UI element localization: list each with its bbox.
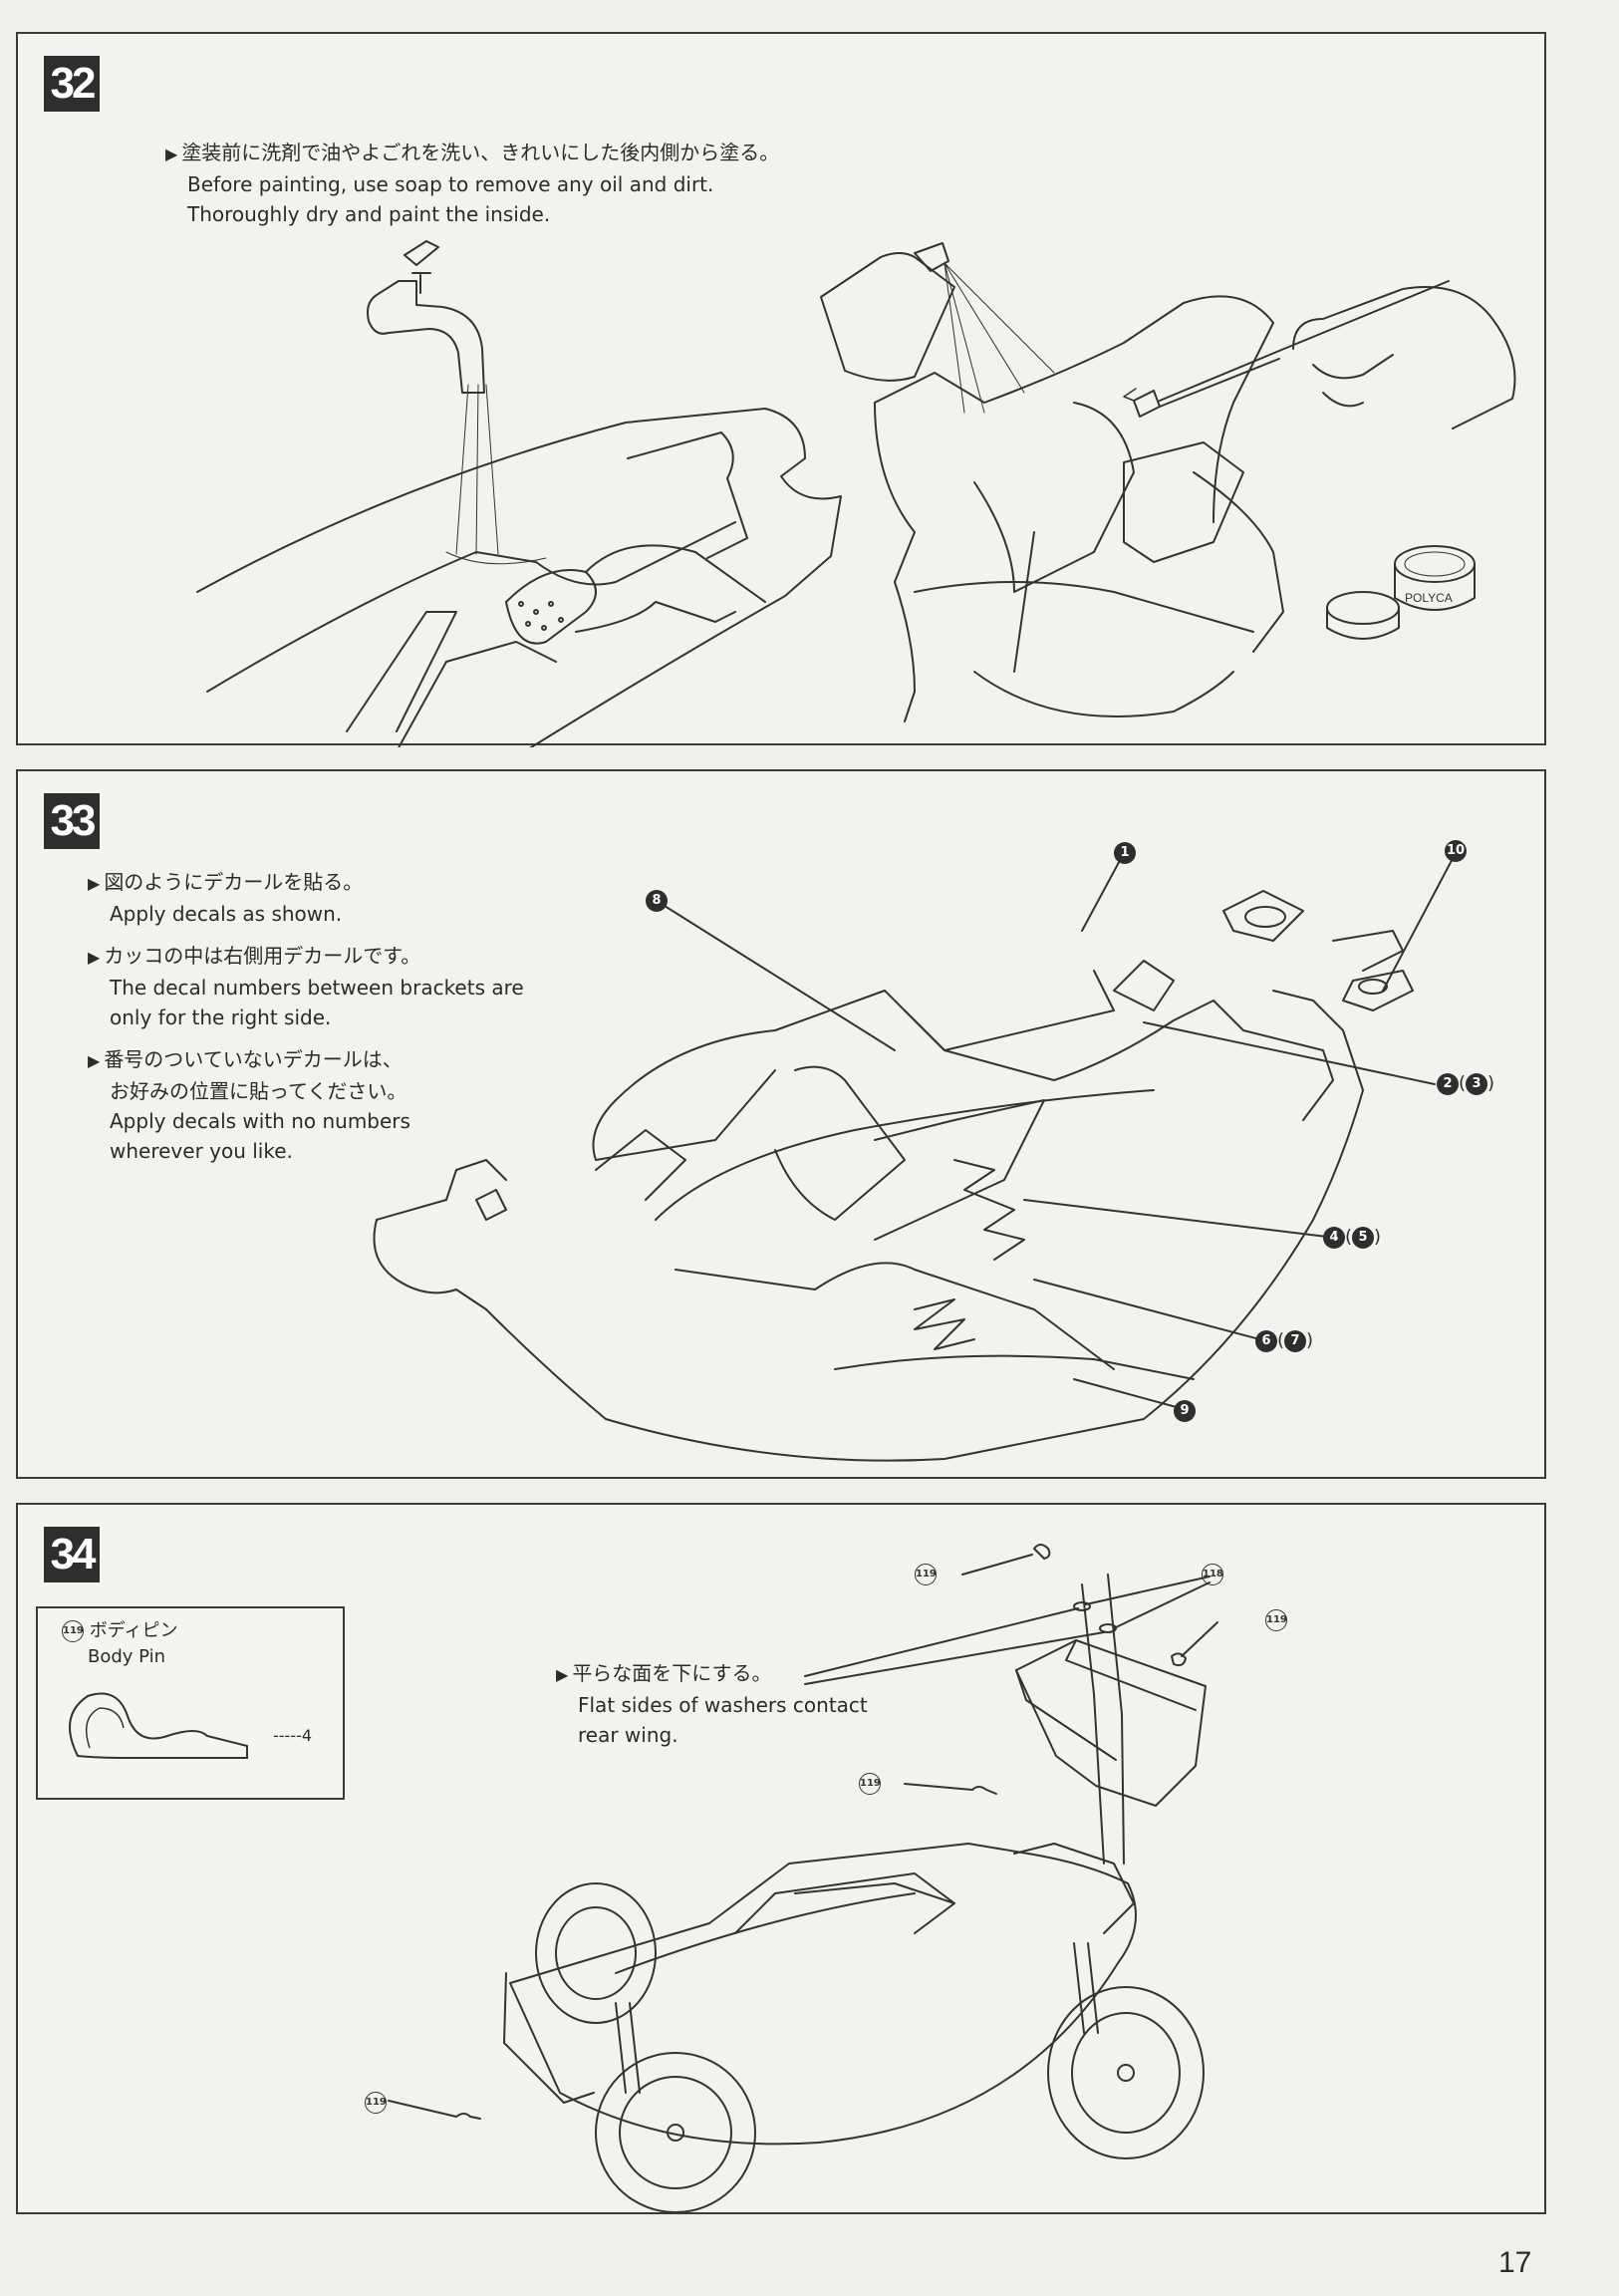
brush-icon <box>1123 280 1450 418</box>
step-number: 32 <box>44 56 100 112</box>
callout-4-5: 4(5) <box>1323 1226 1381 1249</box>
step-32-instruction: ▶塗装前に洗剤で油やよごれを洗い、きれいにした後内側から塗る。 Before p… <box>165 138 779 229</box>
callout-washer-118: 118 <box>1202 1563 1223 1585</box>
note-3-en-2: wherever you like. <box>110 1139 293 1163</box>
step-33-illustration <box>373 850 1458 1462</box>
instruction-jp: 平らな面を下にする。 <box>572 1661 772 1685</box>
faucet-icon <box>367 240 547 565</box>
parts-box: 119 ボディピン Body Pin -----4 <box>36 1606 345 1800</box>
part-name-jp: ボディピン <box>89 1620 178 1641</box>
step-34-instruction: ▶平らな面を下にする。 Flat sides of washers contac… <box>556 1658 868 1750</box>
instruction-en-line2: Thoroughly dry and paint the inside. <box>187 202 551 226</box>
step-33-note-2: ▶カッコの中は右側用デカールです。 The decal numbers betw… <box>88 941 524 1032</box>
note-3-jp-2: お好みの位置に貼ってください。 <box>110 1079 407 1103</box>
part-qty: -----4 <box>273 1726 313 1745</box>
instruction-en-line1: Before painting, use soap to remove any … <box>187 172 714 196</box>
step-32-illustration: POLYCA <box>196 240 1516 747</box>
note-3-en-1: Apply decals with no numbers <box>110 1109 410 1133</box>
instruction-jp: 塗装前に洗剤で油やよごれを洗い、きれいにした後内側から塗る。 <box>181 141 780 164</box>
callout-1: 1 <box>1114 841 1136 864</box>
step-34-panel: 34 119 ボディピン Body Pin -----4 ▶平らな面を下にする。… <box>16 1503 1546 2214</box>
instruction-en-line1: Flat sides of washers contact <box>578 1693 868 1717</box>
step-33-note-1: ▶図のようにデカールを貼る。 Apply decals as shown. <box>88 867 363 929</box>
note-2-en-1: The decal numbers between brackets are <box>110 976 524 1000</box>
step-33-panel: 33 ▶図のようにデカールを貼る。 Apply decals as shown.… <box>16 769 1546 1479</box>
callout-8: 8 <box>646 889 668 912</box>
callout-6-7: 6(7) <box>1255 1329 1313 1352</box>
page-number: 17 <box>1498 2246 1532 2279</box>
callout-pin-119-right: 119 <box>1265 1608 1287 1631</box>
callout-pin-119-front: 119 <box>365 2091 387 2114</box>
part-name-en: Body Pin <box>88 1646 166 1667</box>
spray-bottle-icon <box>820 242 1055 414</box>
note-1-jp: 図のようにデカールを貼る。 <box>104 870 364 894</box>
callout-2-3: 2(3) <box>1437 1072 1494 1095</box>
callout-10: 10 <box>1445 839 1467 862</box>
body-pin-icon <box>69 1692 248 1759</box>
arrow-right-icon: ▶ <box>165 144 178 163</box>
step-32-panel: 32 ▶塗装前に洗剤で油やよごれを洗い、きれいにした後内側から塗る。 Befor… <box>16 32 1546 747</box>
step-number: 34 <box>44 1527 100 1582</box>
note-3-jp-1: 番号のついていないデカールは、 <box>104 1047 403 1071</box>
arrow-right-icon: ▶ <box>88 874 101 893</box>
arrow-right-icon: ▶ <box>88 948 101 967</box>
instruction-en-line2: rear wing. <box>578 1723 678 1747</box>
callout-pin-119-mid: 119 <box>859 1772 881 1795</box>
step-34-illustration <box>388 1544 1218 2213</box>
step-number: 33 <box>44 793 100 849</box>
arrow-right-icon: ▶ <box>556 1665 569 1684</box>
body-pin-icon <box>455 1544 1187 2120</box>
note-1-en: Apply decals as shown. <box>110 902 343 926</box>
sponge-icon <box>505 569 597 645</box>
callout-pin-119: 119 <box>915 1563 937 1585</box>
callout-9: 9 <box>1174 1399 1196 1422</box>
part-id: 119 <box>62 1620 84 1642</box>
note-2-en-2: only for the right side. <box>110 1005 332 1029</box>
paint-label: POLYCA <box>1405 591 1453 605</box>
note-2-jp: カッコの中は右側用デカールです。 <box>104 944 421 968</box>
step-33-note-3: ▶番号のついていないデカールは、 お好みの位置に貼ってください。 Apply d… <box>88 1044 410 1166</box>
arrow-right-icon: ▶ <box>88 1051 101 1070</box>
paint-jar-icon: POLYCA <box>1326 545 1476 640</box>
